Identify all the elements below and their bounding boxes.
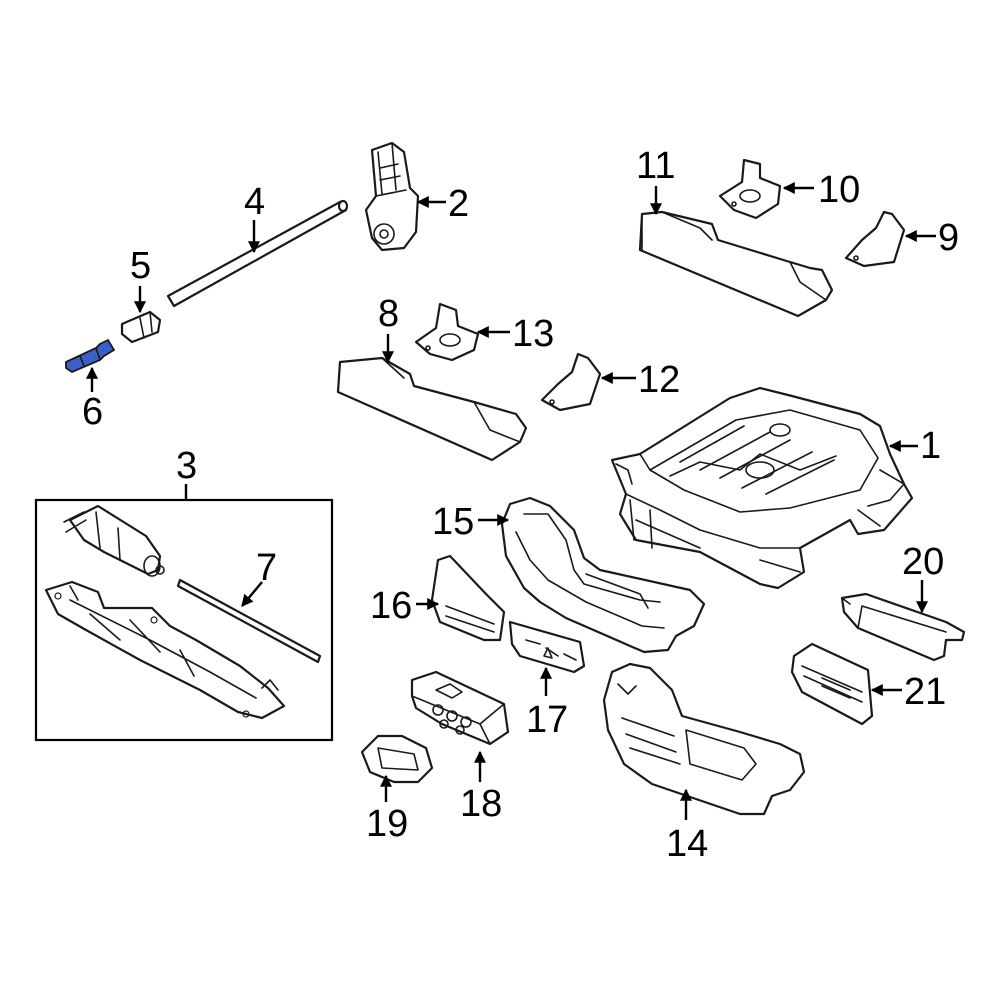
callout-5: 5 — [130, 245, 151, 287]
callout-17: 17 — [526, 699, 568, 741]
part-7-rod[interactable] — [176, 578, 322, 664]
callout-7: 7 — [256, 547, 277, 589]
part-18-switch[interactable] — [410, 670, 510, 746]
callout-10: 10 — [818, 169, 860, 211]
callout-12: 12 — [638, 359, 680, 401]
callout-6: 6 — [82, 391, 103, 433]
part-3-motor — [63, 504, 165, 577]
part-19-knob[interactable] — [360, 734, 434, 784]
part-4-rod[interactable] — [166, 199, 349, 308]
callout-13: 13 — [512, 313, 554, 355]
callout-9: 9 — [938, 217, 959, 259]
part-9-cover[interactable] — [844, 210, 906, 268]
part-11-track-cover[interactable] — [638, 210, 834, 318]
part-2-motor[interactable] — [364, 141, 420, 252]
callout-20: 20 — [902, 541, 944, 583]
part-6-highlighted-shaft[interactable] — [65, 338, 116, 374]
callout-11: 11 — [636, 145, 675, 187]
part-5-clip[interactable] — [120, 310, 162, 344]
part-14-outer-shield[interactable] — [602, 662, 806, 816]
part-20-module[interactable] — [840, 592, 966, 662]
part-10-bracket[interactable] — [718, 158, 782, 220]
part-13-bracket[interactable] — [414, 302, 480, 362]
part-21-module[interactable] — [790, 642, 874, 726]
callout-4: 4 — [244, 181, 265, 223]
callout-labels: 1 2 3 4 5 6 7 8 9 10 11 12 13 14 15 16 1… — [82, 145, 959, 865]
callout-18: 18 — [460, 783, 502, 825]
callout-3: 3 — [176, 445, 197, 487]
callout-8: 8 — [378, 293, 399, 335]
part-17-switch-bezel[interactable] — [508, 620, 586, 674]
part-12-cover[interactable] — [540, 352, 602, 412]
callout-16: 16 — [370, 585, 412, 627]
part-8-track-cover[interactable] — [336, 356, 528, 462]
callout-19: 19 — [366, 803, 408, 845]
callout-15: 15 — [432, 501, 474, 543]
part-3-frame — [44, 580, 286, 720]
part-15-side-shield[interactable] — [500, 496, 706, 654]
callout-1: 1 — [920, 425, 941, 467]
leader-lines — [86, 182, 936, 820]
callout-21: 21 — [904, 671, 946, 713]
callout-2: 2 — [448, 183, 469, 225]
callout-14: 14 — [666, 823, 708, 865]
part-3-assembly-box[interactable] — [34, 498, 334, 742]
part-1-seat-frame[interactable] — [610, 386, 914, 590]
part-16-trim-panel[interactable] — [430, 554, 506, 642]
